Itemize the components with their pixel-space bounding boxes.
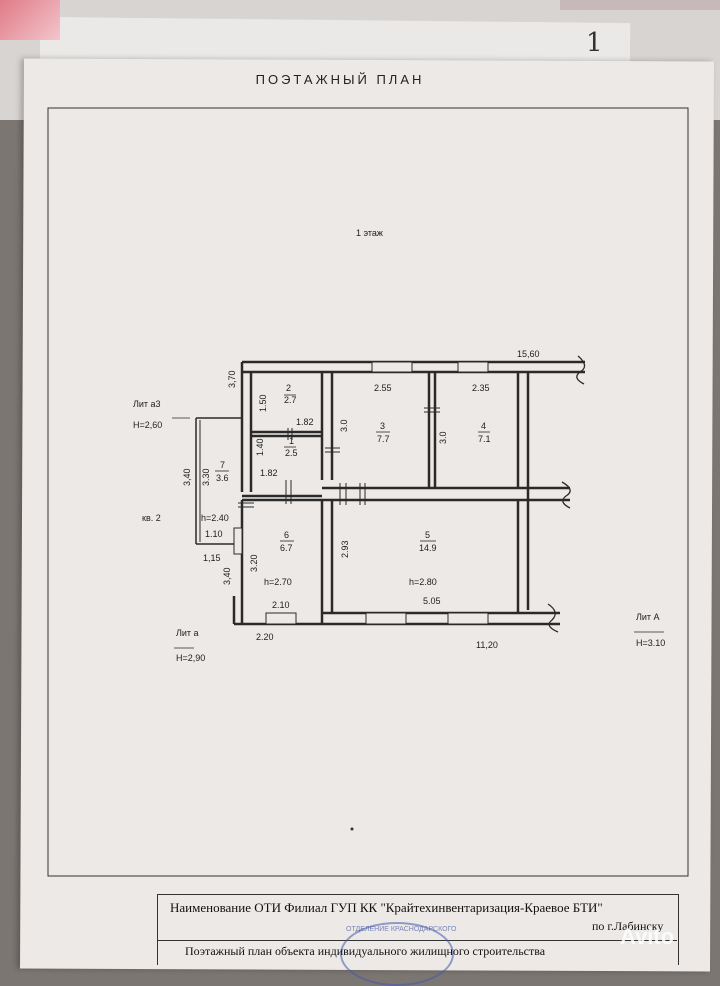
room-5-area: 14.9 [419, 543, 437, 553]
room-7-number: 7 [220, 460, 225, 470]
annex-a-name: Лит а [176, 628, 199, 638]
neighbor-apartment-label: кв. 2 [142, 513, 161, 523]
avito-watermark: Avito [620, 924, 675, 949]
annex-a-height: H=2,90 [176, 653, 205, 663]
annex-A-height: H=3.10 [636, 638, 665, 648]
doors [238, 407, 440, 508]
dim-2-93: 2.93 [340, 540, 350, 558]
city-name: по г.Лабинску [592, 919, 664, 933]
annex-a3-outer-dim: 3,40 [182, 468, 192, 486]
room-1-number: 1 [289, 436, 294, 446]
document-title: ПОЭТАЖНЫЙ ПЛАН [255, 72, 425, 87]
pink-folder-corner [0, 0, 60, 40]
dim-3-20: 3.20 [249, 554, 259, 572]
dim-1-40: 1.40 [255, 438, 265, 456]
room-1-area: 2.5 [285, 448, 298, 458]
break-marks [547, 355, 586, 633]
room-4-number: 4 [481, 421, 486, 431]
room-4-area: 7.1 [478, 434, 491, 444]
floor-plan-drawing: 15,60 11,20 2.20 3,70 3,40 3,40 1,15 2 2… [47, 107, 689, 877]
floor-label: 1 этаж [356, 228, 383, 238]
room-3-number: 3 [380, 421, 385, 431]
room-2-number: 2 [286, 383, 291, 393]
dim-1-10: 1.10 [205, 529, 223, 539]
dim-5-05: 5.05 [423, 596, 441, 606]
annex-a3-height: H=2,60 [133, 420, 162, 430]
organization-name: Наименование ОТИ Филиал ГУП КК "Крайтехи… [170, 900, 603, 915]
title-block [157, 894, 679, 965]
front-length-dim: 11,20 [476, 640, 498, 650]
object-description: Поэтажный план объекта индивидуального ж… [185, 944, 546, 958]
dim-2-55: 2.55 [374, 383, 392, 393]
annex-a-outer-dim: 3,40 [222, 567, 232, 585]
dim-1-82-a: 1.82 [296, 417, 314, 427]
paper-stack-edge [560, 0, 720, 10]
dim-1-50: 1.50 [258, 394, 268, 412]
windows [233, 361, 489, 625]
dim-1-82-b: 1.82 [260, 468, 278, 478]
room-2-area: 2.7 [284, 395, 297, 405]
dim-2-35: 2.35 [472, 383, 490, 393]
stamp-text: ОТДЕЛЕНИЕ КРАСНОДАРСКОГО [346, 926, 457, 933]
drawing-frame [47, 107, 689, 877]
room-6-area: 6.7 [280, 543, 293, 553]
ink-dot [350, 827, 354, 831]
annex-a-step-dim: 1,15 [203, 553, 221, 563]
room-6-number: 6 [284, 530, 289, 540]
dim-3-0-b: 3.0 [438, 431, 448, 444]
overall-width-dim: 15,60 [517, 349, 540, 359]
room-5-number: 5 [425, 530, 430, 540]
dim-3-0-a: 3.0 [339, 419, 349, 432]
handwritten-mark: 1 [586, 28, 603, 58]
room-fraction-lines [172, 394, 664, 649]
left-height-dim: 3,70 [227, 370, 237, 388]
height-a: h=2.70 [264, 577, 292, 587]
room-3-area: 7.7 [377, 434, 390, 444]
dim-2-10: 2.10 [272, 600, 290, 610]
height-a3: h=2.40 [201, 513, 229, 523]
annex-a3-name: Лит а3 [133, 399, 161, 409]
dim-3-30: 3.30 [201, 468, 211, 486]
walls [195, 360, 585, 626]
room-7-area: 3.6 [216, 473, 229, 483]
height-A: h=2.80 [409, 577, 437, 587]
annex-A-name: Лит А [636, 612, 660, 622]
annex-a-length-dim: 2.20 [256, 632, 274, 642]
